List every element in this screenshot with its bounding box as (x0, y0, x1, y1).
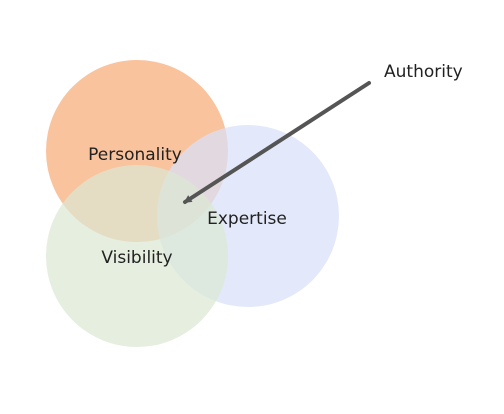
visibility-circle (46, 165, 228, 347)
personality-label: Personality (88, 145, 182, 165)
expertise-label: Expertise (207, 209, 287, 229)
authority-label: Authority (384, 62, 463, 82)
visibility-label: Visibility (101, 248, 172, 268)
authority-arrow (183, 81, 371, 204)
